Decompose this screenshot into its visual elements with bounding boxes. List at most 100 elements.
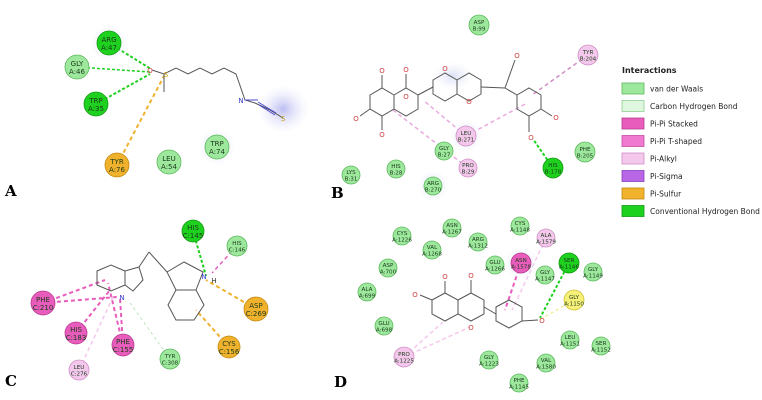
residue-name: PHE bbox=[116, 338, 130, 346]
legend-label: Pi-Alkyl bbox=[650, 155, 677, 164]
atom-o: O bbox=[403, 66, 409, 74]
residue-disc bbox=[558, 252, 580, 274]
residue-name: PRO bbox=[398, 352, 410, 358]
residue-chain-number: C:155 bbox=[113, 346, 134, 354]
atom-o: O bbox=[442, 273, 448, 281]
legend-item: Pi-Sigma bbox=[621, 170, 683, 182]
ring-b bbox=[516, 87, 542, 117]
residue-chain-number: B:29 bbox=[462, 170, 475, 176]
ligand-halo bbox=[433, 62, 473, 90]
residue-disc bbox=[510, 252, 532, 274]
residue-name: LEU bbox=[461, 131, 472, 137]
chromone-pyrone bbox=[457, 292, 485, 322]
residue-chain-number: A:1152 bbox=[591, 348, 611, 354]
pi-alkyl-line bbox=[511, 237, 547, 311]
residue-chain-number: A:46 bbox=[69, 68, 85, 76]
residue-chain-number: A:1150 bbox=[564, 302, 584, 308]
atom-o: O bbox=[468, 272, 474, 280]
residue-name: SER bbox=[564, 258, 575, 264]
legend-label: Conventional Hydrogen Bond bbox=[650, 207, 760, 216]
residue-name: ASP bbox=[249, 302, 262, 310]
pi-alkyl-line bbox=[392, 109, 469, 169]
residue-chain-number: A:699 bbox=[359, 294, 376, 300]
residue-name: GLY bbox=[540, 270, 551, 276]
residue-disc bbox=[226, 235, 248, 257]
oh-bond bbox=[359, 108, 371, 117]
atom-o: O bbox=[147, 67, 153, 75]
legend-swatch bbox=[621, 170, 645, 182]
residue-chain-number: C:156 bbox=[219, 348, 240, 356]
atom-o: O bbox=[412, 291, 418, 299]
residue-name: HIS bbox=[391, 164, 401, 170]
residue-disc bbox=[509, 373, 529, 393]
residue-disc bbox=[64, 321, 88, 345]
pi-alkyl-line bbox=[531, 54, 589, 96]
residue-disc bbox=[393, 346, 415, 368]
legend-swatch bbox=[621, 205, 645, 217]
legend-swatch bbox=[621, 152, 645, 165]
link-bond bbox=[417, 86, 434, 96]
residue-chain-number: A:1226 bbox=[392, 238, 412, 244]
residue-chain-number: A:1146 bbox=[559, 265, 579, 271]
residue-disc bbox=[479, 350, 499, 370]
residue-name: PRO bbox=[462, 163, 474, 169]
residue-name: ALA bbox=[541, 233, 552, 239]
legend-label: Pi-Sigma bbox=[650, 172, 683, 181]
atom-o: O bbox=[466, 98, 472, 106]
residue-chain-number: A:1149 bbox=[583, 274, 603, 280]
atom-o: O bbox=[553, 114, 559, 122]
residue-disc bbox=[455, 125, 477, 147]
panel-label-b: B bbox=[331, 184, 344, 202]
legend-swatch bbox=[621, 100, 645, 112]
residue-name: ASN bbox=[446, 223, 458, 229]
residue-disc bbox=[536, 353, 556, 373]
atom-n: N bbox=[201, 273, 206, 281]
residue-name: LYS bbox=[346, 170, 356, 176]
residue-chain-number: A:698 bbox=[376, 328, 393, 334]
residue-name: LEU bbox=[565, 335, 576, 341]
residue-chain-number: B:28 bbox=[390, 171, 403, 177]
residue-disc bbox=[30, 290, 56, 316]
residue-disc bbox=[563, 289, 585, 311]
panel-label-c: C bbox=[5, 372, 17, 390]
residue-chain-number: B:271 bbox=[458, 138, 475, 144]
indole-benzene-2 bbox=[167, 289, 205, 321]
ch-bond-line bbox=[127, 299, 171, 360]
residue-name: LEU bbox=[74, 365, 85, 371]
atom-o: O bbox=[353, 115, 359, 123]
residue-disc bbox=[357, 282, 377, 302]
residue-disc bbox=[423, 176, 443, 196]
indole-benzene-1 bbox=[96, 264, 126, 292]
residue-name: CYS bbox=[515, 221, 526, 227]
link-bond bbox=[480, 86, 506, 89]
residue-name: PHE bbox=[579, 147, 591, 153]
residue-name: TRP bbox=[209, 140, 223, 148]
residue-disc bbox=[159, 348, 181, 370]
legend-item: van der Waals bbox=[621, 82, 703, 95]
residue-chain-number: B:205 bbox=[577, 154, 594, 160]
legend-item: Pi-Pi T-shaped bbox=[621, 135, 702, 147]
atom-n: N bbox=[119, 294, 124, 302]
residue-chain-number: B:204 bbox=[580, 57, 597, 63]
